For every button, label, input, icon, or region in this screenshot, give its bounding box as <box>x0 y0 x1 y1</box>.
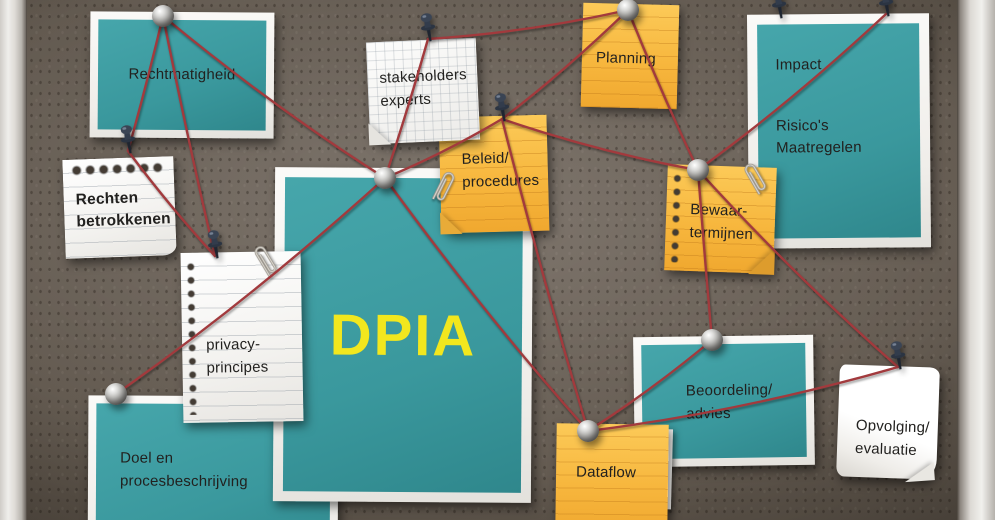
note-label: Bewaar- <box>690 200 748 220</box>
note-label: Impact <box>775 56 822 74</box>
ball-pin[interactable] <box>617 0 639 21</box>
page-curl <box>368 122 392 146</box>
note-rechtmatigheid-surface: Rechtmatigheid <box>97 19 267 131</box>
punch-holes <box>668 172 684 263</box>
wood-frame-left <box>0 0 27 520</box>
pushpin[interactable] <box>872 0 901 19</box>
ball-pin[interactable] <box>105 383 127 405</box>
note-label: Risico's <box>775 116 829 135</box>
dpia-title: DPIA <box>329 301 477 369</box>
pushpin-icon <box>207 230 223 259</box>
note-privacy-principes[interactable]: privacy- principes <box>180 246 304 424</box>
pushpin-icon <box>494 93 510 122</box>
note-label: betrokkenen <box>76 210 172 231</box>
note-label: Beoordeling/ <box>685 381 773 400</box>
wood-frame-right <box>957 0 995 520</box>
pushpin-icon <box>120 125 136 154</box>
ball-pin[interactable] <box>687 159 709 181</box>
note-label: privacy- <box>205 335 261 354</box>
note-rechtmatigheid[interactable]: Rechtmatigheid <box>89 11 275 139</box>
pushpin-icon <box>878 0 894 17</box>
note-opvolging-evaluatie[interactable]: Opvolging/ evaluatie <box>836 364 940 480</box>
note-label: Beleid/ <box>461 149 510 168</box>
note-rechten-betrokkenen[interactable]: Rechten betrokkenen <box>62 156 177 259</box>
punch-holes <box>184 260 200 415</box>
ball-pin[interactable] <box>577 420 599 442</box>
note-label: Opvolging/ <box>855 416 930 437</box>
pushpin[interactable] <box>414 10 443 44</box>
punch-holes <box>70 161 166 177</box>
folded-corner <box>748 248 775 275</box>
pushpin[interactable] <box>884 338 913 372</box>
note-label: advies <box>686 404 731 423</box>
note-label: procedures <box>461 171 540 191</box>
page-curl <box>439 211 463 235</box>
pushpin-icon <box>890 341 906 370</box>
pushpin[interactable] <box>114 122 143 156</box>
note-label: termijnen <box>689 223 754 243</box>
note-label: principes <box>206 358 269 377</box>
note-stakeholders-experts[interactable]: stakeholders experts <box>365 37 481 146</box>
note-impact-surface: Impact Risico's Maatregelen <box>757 23 921 239</box>
note-label: Planning <box>595 49 657 68</box>
ball-pin[interactable] <box>701 329 723 351</box>
pushpin-icon <box>420 13 436 42</box>
note-label: stakeholders <box>379 66 468 87</box>
pushpin[interactable] <box>201 227 230 261</box>
note-label: Maatregelen <box>776 138 862 157</box>
ball-pin[interactable] <box>374 167 396 189</box>
pushpin[interactable] <box>488 90 517 124</box>
note-label: experts <box>380 90 432 110</box>
ball-pin[interactable] <box>152 5 174 27</box>
note-dataflow[interactable]: Dataflow <box>555 423 669 520</box>
note-label: evaluatie <box>854 439 918 459</box>
note-bewaartermijnen[interactable]: Bewaar- termijnen <box>664 163 777 275</box>
note-label: Rechtmatigheid <box>128 65 236 84</box>
note-label: Dataflow <box>575 463 637 482</box>
